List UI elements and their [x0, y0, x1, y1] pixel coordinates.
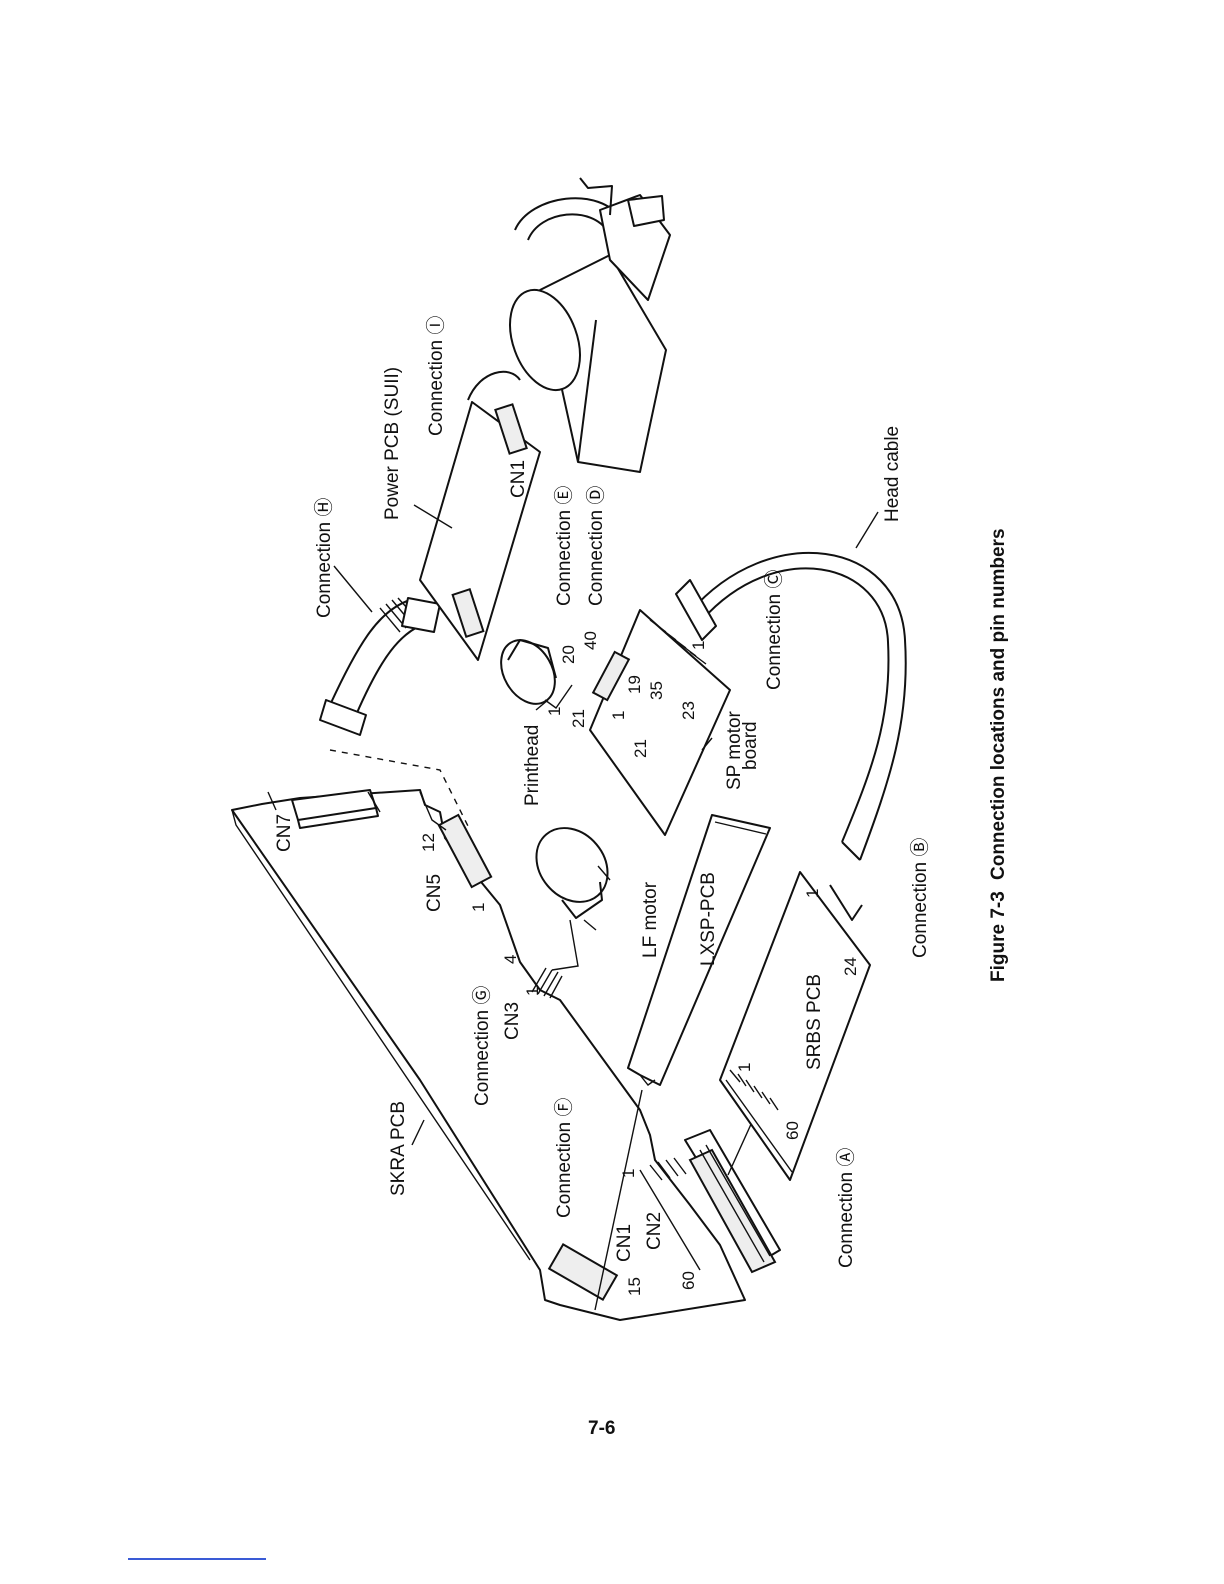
figure-caption: Figure 7-3 Connection locations and pin …	[988, 528, 1009, 982]
sp-motor-board	[589, 609, 731, 836]
label-connection-d: Connection Ⓓ	[585, 486, 607, 606]
pin-srbs-1b: 1	[803, 889, 822, 898]
pin-srbs-60: 60	[783, 1121, 802, 1140]
caption-text: Connection locations and pin numbers	[988, 528, 1009, 880]
pin-cn3-4: 4	[501, 955, 520, 964]
pin-cn5-12: 12	[419, 833, 438, 852]
label-connection-a: Connection Ⓐ	[835, 1148, 857, 1268]
pin-sp-23: 23	[679, 701, 698, 720]
label-skra-pcb: SKRA PCB	[388, 1101, 409, 1196]
label-cn1-power: CN1	[508, 460, 529, 498]
label-cn1-skra: CN1	[614, 1224, 635, 1262]
label-connection-i: Connection Ⓘ	[425, 316, 447, 436]
power-pcb	[419, 370, 541, 661]
pin-ph-1: 1	[545, 707, 564, 716]
power-switch	[579, 177, 671, 301]
label-connection-g: Connection Ⓖ	[471, 986, 493, 1106]
head-cable	[675, 551, 907, 861]
cn5-connector	[437, 813, 493, 889]
pin-numbers: 15 1 60 1 4 1 12 1 60 24 1 1 20 21 40 1 …	[419, 631, 860, 1296]
ribbon-cable-h	[319, 597, 441, 736]
footer-rule	[128, 1558, 266, 1560]
caption-number: Figure 7-3	[988, 891, 1009, 982]
pin-sp-35: 35	[647, 681, 666, 700]
label-cn7: CN7	[274, 814, 295, 852]
pin-sp-1: 1	[609, 711, 628, 720]
pin-ph-21: 21	[569, 709, 588, 728]
labels: Power PCB (SUII) Connection Ⓘ Connection…	[274, 316, 931, 1268]
label-lf-motor: LF motor	[640, 881, 661, 958]
pin-srbs-1a: 1	[735, 1063, 754, 1072]
label-srbs-pcb: SRBS PCB	[804, 974, 825, 1070]
label-connection-c: Connection Ⓒ	[763, 570, 785, 690]
lxsp-pcb	[627, 814, 771, 1086]
connector-block-a	[684, 1121, 781, 1274]
leader-lines	[329, 504, 879, 1311]
label-power-pcb: Power PCB (SUII)	[382, 367, 403, 520]
pin-cn1-15: 15	[625, 1277, 644, 1296]
pin-ph-20: 20	[559, 645, 578, 664]
label-cn5: CN5	[424, 874, 445, 912]
pin-cn1-1: 1	[619, 1169, 638, 1178]
lf-motor	[535, 827, 609, 971]
label-connection-f: Connection Ⓕ	[553, 1098, 575, 1218]
pin-ph-40: 40	[581, 631, 600, 650]
printhead	[500, 639, 573, 709]
pin-sp-1b: 1	[689, 641, 708, 650]
srbs-pcb	[719, 871, 871, 1181]
label-cn2: CN2	[644, 1212, 665, 1250]
pin-cn2-60: 60	[679, 1271, 698, 1290]
label-cn3: CN3	[502, 1002, 523, 1040]
label-connection-e: Connection Ⓔ	[553, 486, 575, 606]
pin-sp-21: 21	[631, 739, 650, 758]
label-printhead: Printhead	[522, 725, 543, 806]
skra-pcb	[231, 789, 746, 1321]
label-sp-motor-1: SP motor	[724, 710, 745, 790]
label-connection-b: Connection Ⓑ	[909, 838, 931, 958]
label-sp-motor-2: board	[740, 721, 761, 770]
page-number: 7-6	[588, 1418, 616, 1439]
pin-cn5-1: 1	[469, 903, 488, 912]
label-connection-h: Connection Ⓗ	[313, 498, 335, 618]
label-head-cable: Head cable	[882, 426, 903, 522]
pin-sp-19: 19	[625, 675, 644, 694]
pin-srbs-24: 24	[841, 957, 860, 976]
pin-cn3-1: 1	[523, 987, 542, 996]
transformer	[509, 197, 667, 473]
label-lxsp-pcb: LXSP-PCB	[698, 872, 719, 966]
